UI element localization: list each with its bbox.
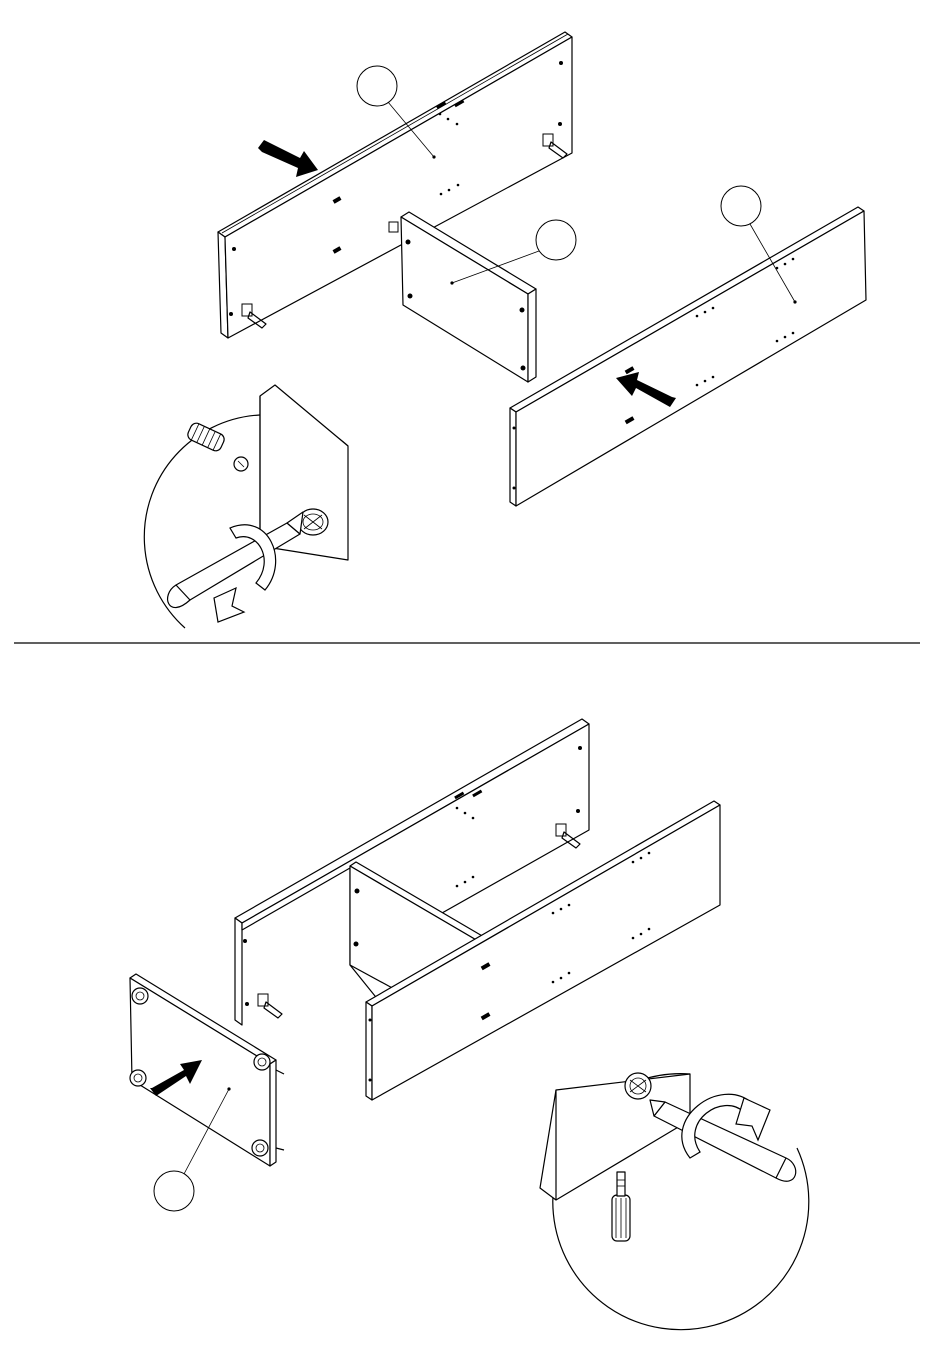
divider-panel: [401, 212, 576, 382]
step-2: [130, 719, 809, 1330]
cam-lock-detail: [540, 1073, 809, 1330]
cam-bolt-icon: [612, 1172, 630, 1241]
cam-lock-icon: [625, 1073, 651, 1099]
step-1: [144, 32, 866, 628]
side-panel: [130, 974, 284, 1211]
cam-bolt-icon: [186, 421, 248, 471]
cam-lock-detail: [144, 385, 348, 628]
screwdriver-icon: [650, 1100, 796, 1181]
push-arrow: [258, 140, 318, 177]
